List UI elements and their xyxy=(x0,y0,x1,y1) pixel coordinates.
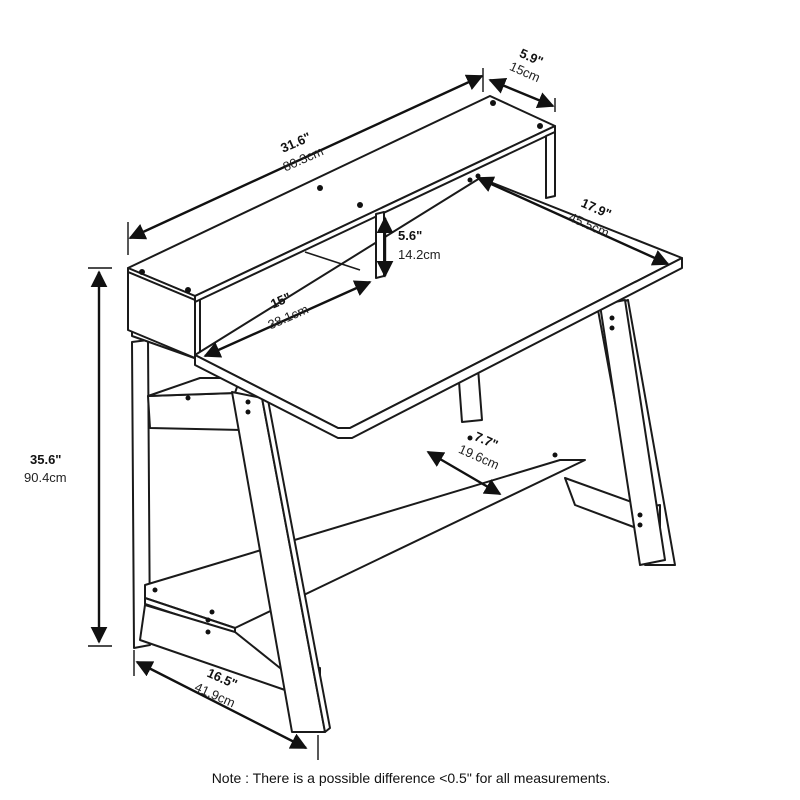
measurement-note: Note : There is a possible difference <0… xyxy=(212,770,611,786)
hutch-depth-arrow xyxy=(488,78,555,108)
hutch-height-imperial: 5.6" xyxy=(398,228,422,243)
base-depth-arrow xyxy=(135,660,308,750)
hutch-divider xyxy=(375,211,385,279)
desktop-front-edge xyxy=(194,257,683,439)
total-height-imperial: 35.6" xyxy=(30,452,61,467)
hutch-width-arrow xyxy=(128,74,484,240)
left-side-rail xyxy=(147,392,243,431)
hutch-shelf-line xyxy=(304,251,361,271)
hutch-height-metric: 14.2cm xyxy=(398,247,441,262)
dimension-lines xyxy=(88,68,670,760)
shelf-depth-arrow xyxy=(426,450,502,496)
hutch-opening-arrow xyxy=(203,280,372,358)
hutch-left-side xyxy=(127,271,196,359)
desk-depth-arrow xyxy=(476,176,670,266)
bottom-shelf xyxy=(144,459,586,629)
total-height-metric: 90.4cm xyxy=(24,470,67,485)
hutch-right-side xyxy=(545,131,556,199)
desk-illustration xyxy=(127,95,683,733)
